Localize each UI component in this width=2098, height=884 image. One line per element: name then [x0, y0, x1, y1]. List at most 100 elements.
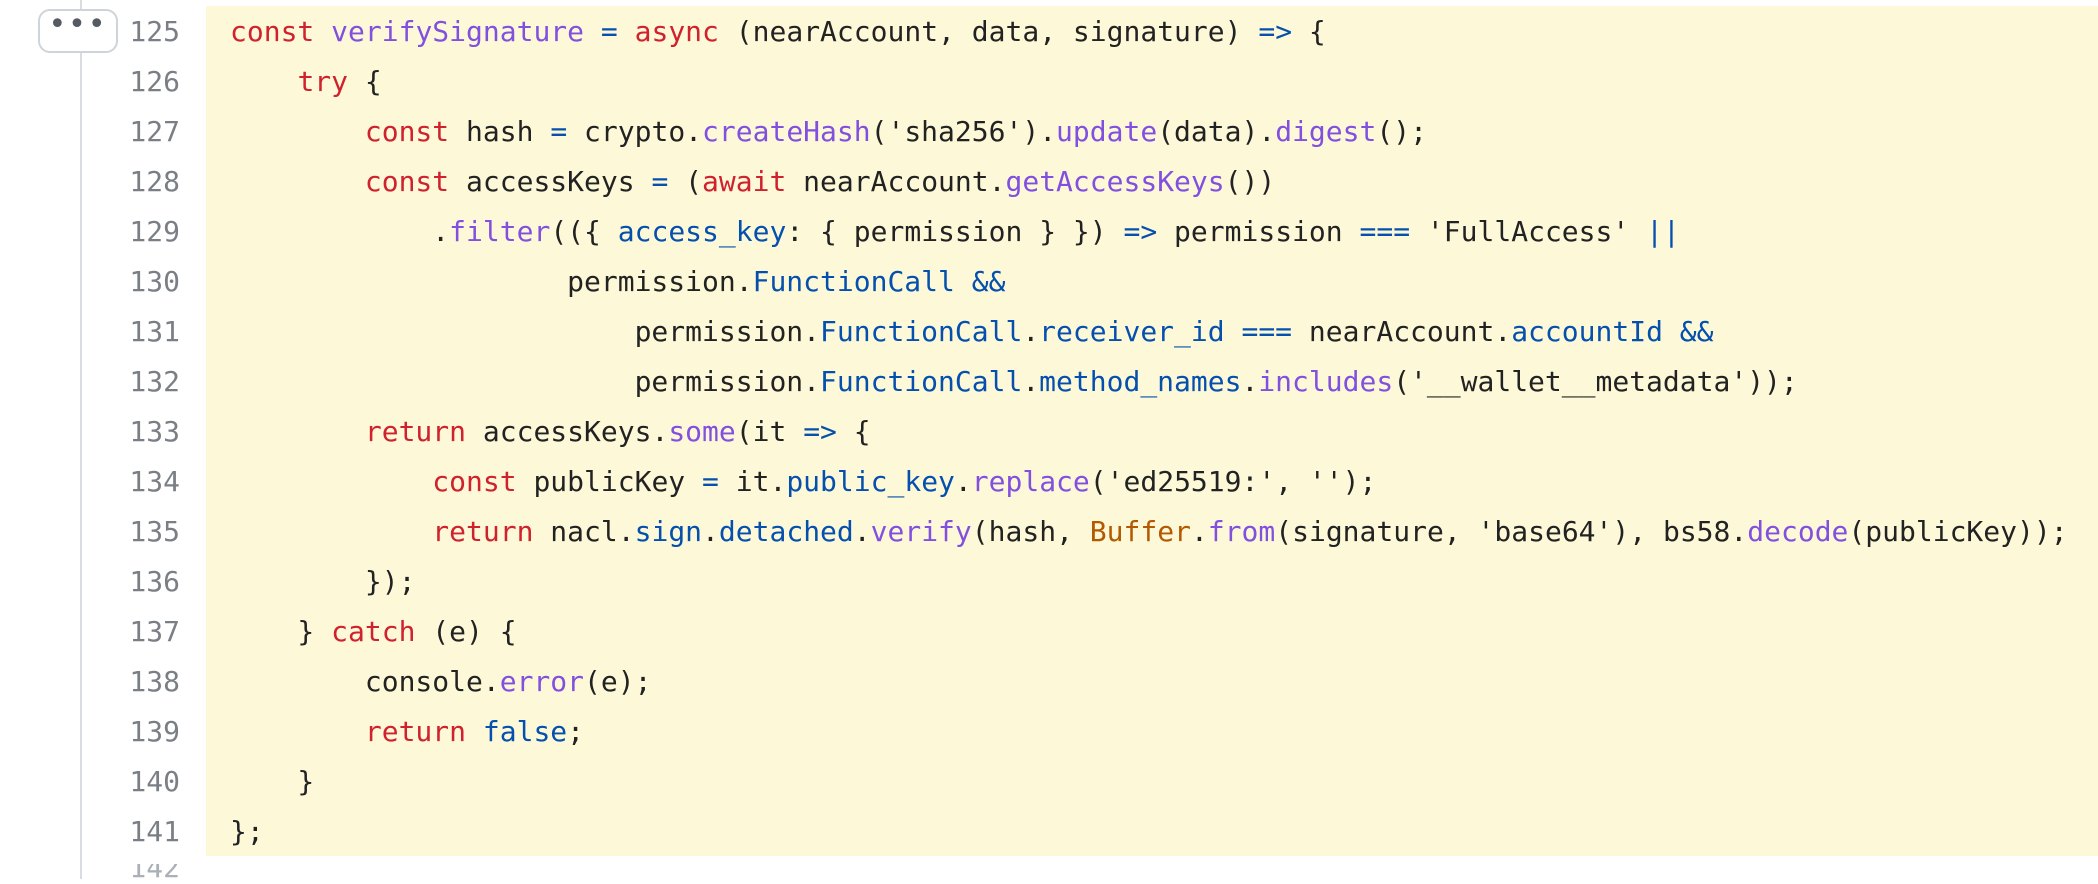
code-text: ('ed25519:', ''); — [1089, 465, 1377, 498]
line-number[interactable]: 138 — [129, 665, 180, 698]
expand-lines-button[interactable]: ••• — [38, 9, 118, 53]
code-content: console.error(e); — [230, 657, 652, 707]
code-line: 129 .filter(({ access_key: { permission … — [0, 207, 2098, 257]
code-line: 139 return false; — [0, 707, 2098, 757]
line-number[interactable]: 130 — [129, 265, 180, 298]
line-number[interactable]: 136 — [129, 565, 180, 598]
code-text: (); — [1376, 115, 1427, 148]
code-text: . — [954, 465, 972, 498]
method-name: update — [1056, 115, 1158, 148]
code-text: (e) { — [415, 615, 517, 648]
code-text: permission — [1157, 215, 1360, 248]
line-number[interactable]: 131 — [129, 315, 180, 348]
class-name: Buffer — [1089, 515, 1191, 548]
property: FunctionCall — [820, 315, 1023, 348]
code-text — [466, 715, 483, 748]
keyword: const — [432, 465, 517, 498]
code-text: . — [702, 515, 719, 548]
code-text: nearAccount. — [786, 165, 1006, 198]
code-text: ; — [567, 715, 585, 748]
code-line: 138 console.error(e); — [0, 657, 2098, 707]
code-text — [230, 715, 365, 748]
code-text: (({ — [550, 215, 618, 248]
code-text: ( — [668, 165, 703, 198]
code-text — [584, 15, 601, 48]
line-number[interactable]: 126 — [129, 65, 180, 98]
operator: || — [1646, 215, 1680, 248]
code-line: 132 permission.FunctionCall.method_names… — [0, 357, 2098, 407]
line-number[interactable]: 128 — [129, 165, 180, 198]
code-content: }; — [230, 807, 264, 857]
code-line: 141}; — [0, 807, 2098, 857]
code-line: 136 }); — [0, 557, 2098, 607]
code-line: 137 } catch (e) { — [0, 607, 2098, 657]
line-number[interactable]: 141 — [129, 815, 180, 848]
code-text: (nearAccount, data, signature) — [718, 15, 1259, 48]
code-text — [230, 515, 432, 548]
code-text: . — [1022, 315, 1040, 348]
operator: => — [1123, 215, 1158, 248]
code-text — [230, 65, 297, 98]
code-text: (it — [735, 415, 804, 448]
code-content: return accessKeys.some(it => { — [230, 407, 871, 457]
property: detached — [718, 515, 854, 548]
code-text — [230, 115, 365, 148]
code-text: nearAccount. — [1292, 315, 1512, 348]
code-line: 134 const publicKey = it.public_key.repl… — [0, 457, 2098, 507]
operator: && — [971, 265, 1006, 298]
operator: = — [550, 115, 568, 148]
line-number[interactable]: 134 — [129, 465, 180, 498]
code-text: . — [1190, 515, 1208, 548]
code-content: } catch (e) { — [230, 607, 517, 657]
code-line-partial: 142 — [0, 864, 300, 884]
operator: => — [1258, 15, 1293, 48]
keyword: await — [702, 165, 787, 198]
code-content: const accessKeys = (await nearAccount.ge… — [230, 157, 1275, 207]
code-text: permission. — [230, 315, 821, 348]
gutter-divider — [80, 0, 82, 879]
code-content: permission.FunctionCall && — [230, 257, 1005, 307]
code-text: . — [1039, 115, 1057, 148]
code-text: { — [836, 415, 871, 448]
code-text: permission. — [230, 365, 821, 398]
property: false — [482, 715, 568, 748]
code-content: }); — [230, 557, 416, 607]
ellipsis-icon: ••• — [48, 7, 108, 42]
code-text: . — [230, 215, 450, 248]
line-number[interactable]: 132 — [129, 365, 180, 398]
code-content: return nacl.sign.detached.verify(hash, B… — [230, 507, 2067, 557]
line-number[interactable]: 133 — [129, 415, 180, 448]
code-text: crypto. — [567, 115, 703, 148]
property: FunctionCall — [752, 265, 955, 298]
line-number[interactable]: 139 — [129, 715, 180, 748]
code-line: 135 return nacl.sign.detached.verify(has… — [0, 507, 2098, 557]
method-name: getAccessKeys — [1005, 165, 1225, 198]
code-text: : { permission } }) — [786, 215, 1124, 248]
operator: = — [600, 15, 618, 48]
code-content: .filter(({ access_key: { permission } })… — [230, 207, 1680, 257]
code-text: ('__wallet__metadata')); — [1393, 365, 1798, 398]
line-number[interactable]: 135 — [129, 515, 180, 548]
keyword: try — [297, 65, 349, 98]
line-number[interactable]: 140 — [129, 765, 180, 798]
method-name: some — [668, 415, 736, 448]
line-number[interactable]: 137 — [129, 615, 180, 648]
string: ('sha256') — [870, 115, 1040, 148]
line-number[interactable]: 125 — [129, 15, 180, 48]
property: FunctionCall — [820, 365, 1023, 398]
method-name: createHash — [702, 115, 871, 148]
code-text: . — [1241, 365, 1259, 398]
function-name: verifySignature — [331, 15, 585, 48]
code-text: 'FullAccess' — [1410, 215, 1647, 248]
highlighted-range — [206, 6, 2098, 856]
code-line: 126 try { — [0, 57, 2098, 107]
operator: => — [803, 415, 837, 448]
code-line: 140 } — [0, 757, 2098, 807]
code-line: 133 return accessKeys.some(it => { — [0, 407, 2098, 457]
line-number[interactable]: 129 — [129, 215, 180, 248]
line-number[interactable]: 127 — [129, 115, 180, 148]
code-text: console. — [230, 665, 500, 698]
keyword: return — [432, 515, 534, 548]
